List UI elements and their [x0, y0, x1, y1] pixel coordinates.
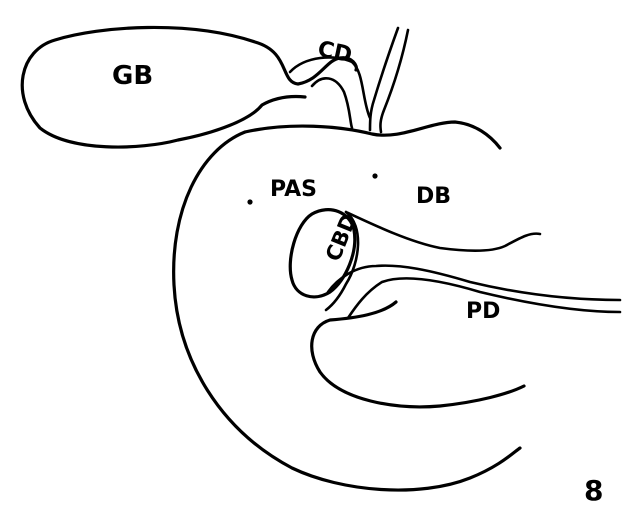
duodenal-bulb-top — [245, 122, 500, 148]
gallbladder-label: GB — [112, 61, 153, 91]
gallbladder-outline — [22, 27, 356, 147]
hepatic-duct-right — [380, 30, 408, 132]
cystic-duct-label: CD — [315, 37, 354, 69]
figure-number: 8 — [584, 474, 603, 507]
pas-right-dot — [372, 173, 377, 178]
pas-left-dot — [247, 199, 252, 204]
cystic-duct-lower — [312, 78, 352, 128]
pancreatic-duct-label: PD — [466, 299, 500, 324]
duodenum-upper-wall — [346, 212, 540, 251]
hepatic-duct-left — [370, 28, 398, 130]
cystic-duct-upper — [290, 57, 370, 118]
pas-label: PAS — [270, 177, 317, 202]
pancreatic-duct-upper — [328, 266, 620, 300]
duodenal-bulb-label: DB — [416, 184, 451, 209]
